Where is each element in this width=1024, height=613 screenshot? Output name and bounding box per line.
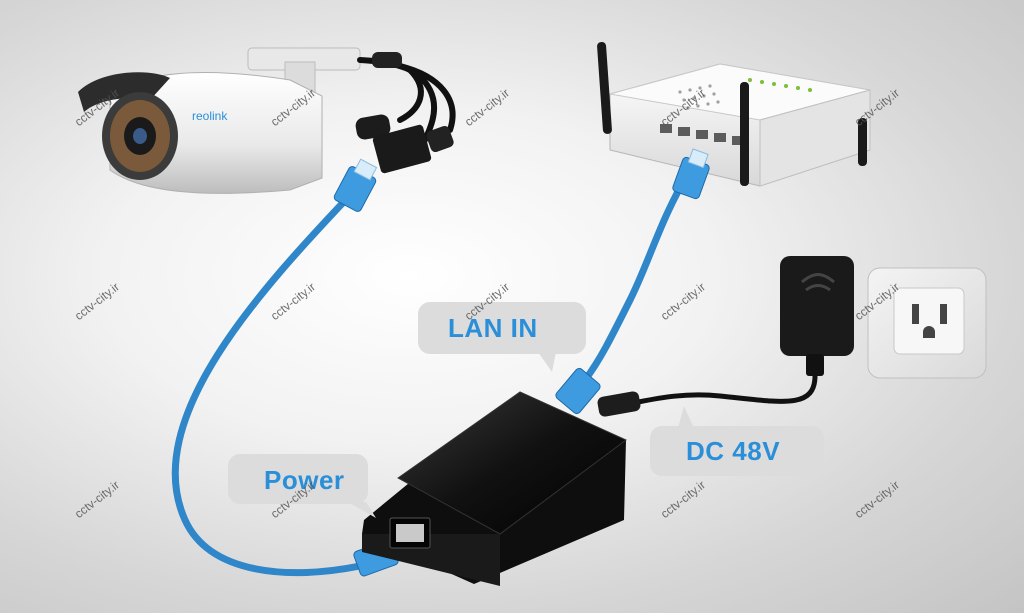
camera-to-injector-cable — [171, 186, 364, 577]
rj45-plug — [333, 158, 378, 212]
router-antenna — [858, 118, 867, 166]
camera-brand-logo: reolink — [192, 109, 228, 123]
camera: reolink — [78, 47, 361, 194]
wall-outlet — [867, 267, 987, 379]
router-antenna — [597, 42, 612, 134]
power-label: Power — [264, 465, 345, 495]
callout-power — [228, 454, 376, 518]
power-adapter — [597, 256, 854, 417]
rj45-plug — [672, 148, 710, 200]
dc-barrel-jack — [355, 114, 391, 140]
rj45-coupler — [372, 124, 432, 174]
poe-injector — [362, 391, 627, 586]
rj45-plug — [555, 367, 601, 415]
router-to-injector-cable — [581, 166, 694, 384]
dc-48v-label: DC 48V — [686, 436, 781, 466]
cable-gland — [426, 125, 454, 153]
callout-dc-48v — [650, 406, 824, 476]
callout-lan-in — [418, 302, 586, 372]
lan-in-label: LAN IN — [448, 313, 538, 343]
router-antenna — [740, 82, 749, 186]
router — [597, 42, 871, 187]
camera-connector — [372, 52, 402, 68]
